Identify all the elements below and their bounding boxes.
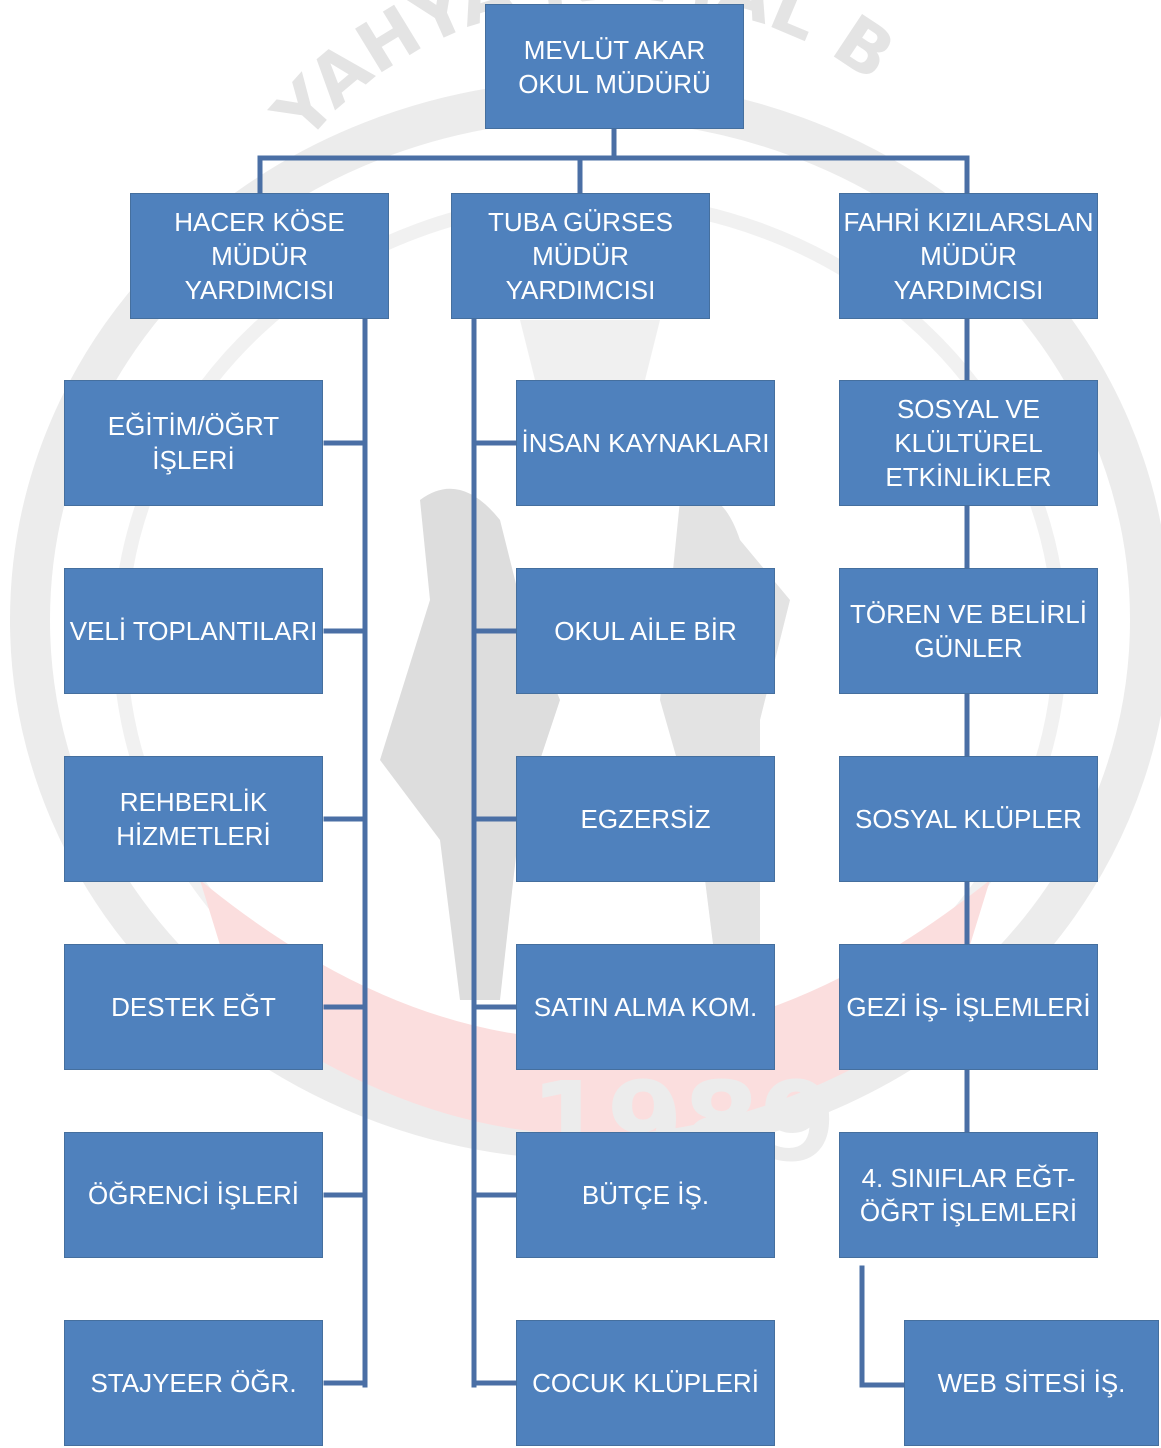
unit-label-line: REHBERLİK [119,787,268,817]
logo-red-band [200,880,990,1135]
unit-label-line: HİZMETLERİ [116,821,271,851]
unit-label-line: WEB SİTESİ İŞ. [937,1368,1126,1398]
unit-label-line: GÜNLER [914,633,1023,663]
unit-label-line: COCUK KLÜPLERİ [532,1368,759,1398]
unit-box-cocuk-klupleri: COCUK KLÜPLERİ [516,1320,775,1446]
logo-girl-silhouette [380,488,560,1000]
unit-label-line: EĞİTİM/ÖĞRT [107,411,280,441]
unit-label-line: VELİ TOPLANTILARI [69,616,318,646]
unit-label-line: EGZERSİZ [580,804,711,834]
unit-label-line: KLÜLTÜREL [894,428,1043,458]
unit-box-rehberlik: REHBERLİK HİZMETLERİ [64,756,323,882]
unit-label-line: OKUL AİLE BİR [554,616,737,646]
unit-box-toren-belirli-gunler: TÖREN VE BELİRLİ GÜNLER [839,568,1098,694]
unit-box-insan-kaynaklari: İNSAN KAYNAKLARI [516,380,775,506]
unit-label-line: ÖĞRENCİ İŞLERİ [88,1180,299,1210]
unit-label-line: İNSAN KAYNAKLARI [521,428,770,458]
deputy-title-2: YARDIMCISI [893,275,1044,305]
principal-name: MEVLÜT AKAR [523,34,706,65]
unit-label-line: GEZİ İŞ- İŞLEMLERİ [846,992,1091,1022]
deputy-box-fahri-kizilarslan: FAHRİ KIZILARSLAN MÜDÜR YARDIMCISI [839,193,1098,319]
unit-box-destek-egitim: DESTEK EĞT [64,944,323,1070]
principal-box: MEVLÜT AKAR OKUL MÜDÜRÜ [485,4,744,129]
deputy-title-2: YARDIMCISI [505,275,656,305]
unit-label-line: ÖĞRT İŞLEMLERİ [859,1197,1078,1227]
unit-box-egitim-ogretim: EĞİTİM/ÖĞRT İŞLERİ [64,380,323,506]
deputy-title-2: YARDIMCISI [184,275,335,305]
deputy-name: FAHRİ KIZILARSLAN [843,207,1094,237]
unit-box-sosyal-klupler: SOSYAL KLÜPLER [839,756,1098,882]
deputy-name: TUBA GÜRSES [488,207,673,237]
deputy-title: MÜDÜR [532,241,629,271]
deputy-title: MÜDÜR [211,241,308,271]
unit-box-veli-toplantilari: VELİ TOPLANTILARI [64,568,323,694]
unit-label-line: STAJYEER ÖĞR. [90,1368,297,1398]
unit-label-line: TÖREN VE BELİRLİ [850,599,1087,629]
unit-label-line: SATIN ALMA KOM. [533,992,758,1022]
unit-box-ogrenci-isleri: ÖĞRENCİ İŞLERİ [64,1132,323,1258]
unit-box-butce: BÜTÇE İŞ. [516,1132,775,1258]
deputy-box-hacer-kose: HACER KÖSE MÜDÜR YARDIMCISI [130,193,389,319]
unit-label-line: SOSYAL KLÜPLER [855,804,1082,834]
unit-box-egzersiz: EGZERSİZ [516,756,775,882]
unit-box-stajyer-ogretmen: STAJYEER ÖĞR. [64,1320,323,1446]
unit-label-line: İŞLERİ [152,445,235,475]
unit-label-line: SOSYAL VE [896,394,1041,424]
unit-label-line: DESTEK EĞT [111,992,276,1022]
unit-box-gezi-islemleri: GEZİ İŞ- İŞLEMLERİ [839,944,1098,1070]
unit-box-web-sitesi: WEB SİTESİ İŞ. [904,1320,1159,1446]
unit-label-line: ETKİNLİKLER [885,462,1052,492]
deputy-title: MÜDÜR [920,241,1017,271]
principal-title: OKUL MÜDÜRÜ [518,68,711,99]
unit-box-sosyal-kulturel: SOSYAL VE KLÜLTÜREL ETKİNLİKLER [839,380,1098,506]
unit-box-4-siniflar: 4. SINIFLAR EĞT- ÖĞRT İŞLEMLERİ [839,1132,1098,1258]
unit-box-satin-alma: SATIN ALMA KOM. [516,944,775,1070]
principal-label: MEVLÜT AKAR OKUL MÜDÜRÜ [518,33,711,101]
unit-box-okul-aile-birligi: OKUL AİLE BİR [516,568,775,694]
deputy-name: HACER KÖSE [174,207,345,237]
deputy-box-tuba-gurses: TUBA GÜRSES MÜDÜR YARDIMCISI [451,193,710,319]
unit-label-line: 4. SINIFLAR EĞT- [861,1163,1076,1193]
unit-label-line: BÜTÇE İŞ. [581,1180,710,1210]
